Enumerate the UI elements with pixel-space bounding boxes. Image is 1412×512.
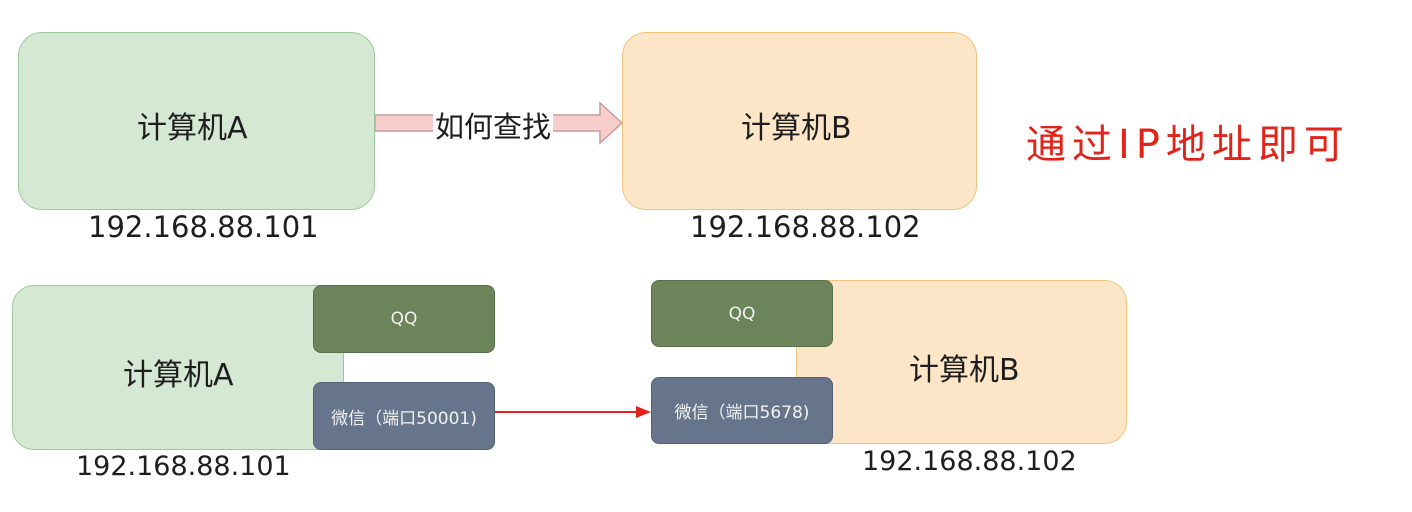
- computer-a-box-top: 计算机A: [18, 32, 375, 210]
- arrow-label: 如何查找: [433, 104, 554, 146]
- ip-address-note: 通过IP地址即可: [1026, 122, 1350, 168]
- computer-b-label-top: 计算机B: [741, 111, 852, 146]
- computer-b-ip-top: 192.168.88.102: [690, 210, 921, 244]
- computer-b-box-bottom: 计算机B: [796, 280, 1127, 444]
- qq-app-a: QQ: [313, 285, 495, 353]
- qq-app-b: QQ: [651, 280, 833, 347]
- wechat-app-b: 微信（端口5678): [651, 377, 833, 444]
- computer-b-label-bottom: 计算机B: [909, 353, 1020, 388]
- computer-b-ip-bottom: 192.168.88.102: [862, 446, 1077, 477]
- computer-a-ip-bottom: 192.168.88.101: [76, 451, 291, 482]
- computer-a-label-top: 计算机A: [137, 111, 248, 146]
- wechat-app-a: 微信（端口50001): [313, 382, 495, 450]
- computer-a-box-bottom: 计算机A: [12, 285, 344, 450]
- computer-b-box-top: 计算机B: [622, 32, 977, 210]
- connection-arrow: [495, 406, 651, 418]
- computer-a-ip-top: 192.168.88.101: [88, 210, 319, 244]
- computer-a-label-bottom: 计算机A: [123, 358, 234, 393]
